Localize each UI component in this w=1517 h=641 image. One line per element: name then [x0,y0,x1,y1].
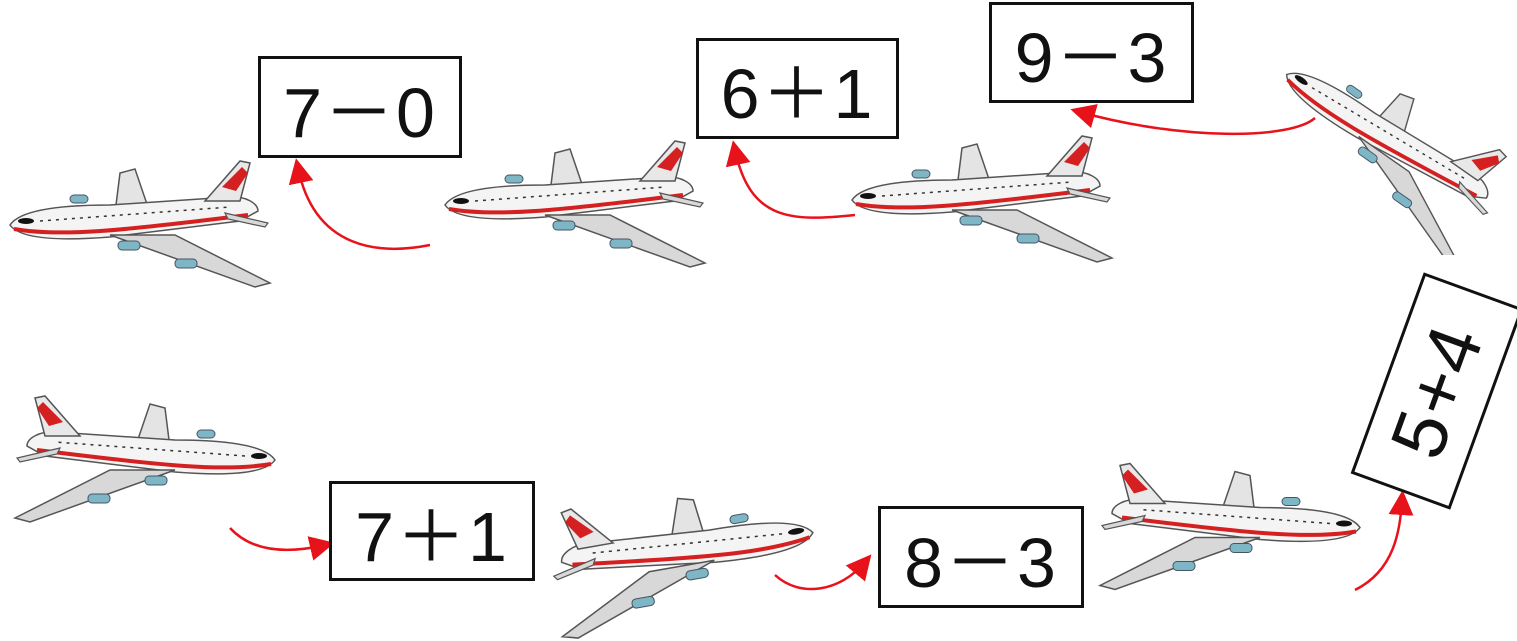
arrow-1 [288,158,431,250]
arrow-2 [725,140,856,219]
airplane-6 [545,470,825,640]
expression-box-1: 7－0 [258,56,462,158]
airplane-7 [13,394,277,524]
expression-box-6: 7＋1 [329,481,535,581]
expression-box-3: 9－3 [989,2,1194,103]
arrow-5 [774,554,872,591]
arrow-6 [229,527,335,561]
expression-box-5: 8－3 [878,506,1084,608]
airplane-3 [850,134,1114,264]
airplane-1 [8,159,272,289]
airplane-5 [1098,461,1362,592]
airplane-4 [1255,35,1515,255]
arrow-3 [1070,104,1316,135]
airplane-2 [443,139,707,269]
arrow-4 [1354,490,1414,592]
expression-box-2: 6＋1 [696,38,899,139]
